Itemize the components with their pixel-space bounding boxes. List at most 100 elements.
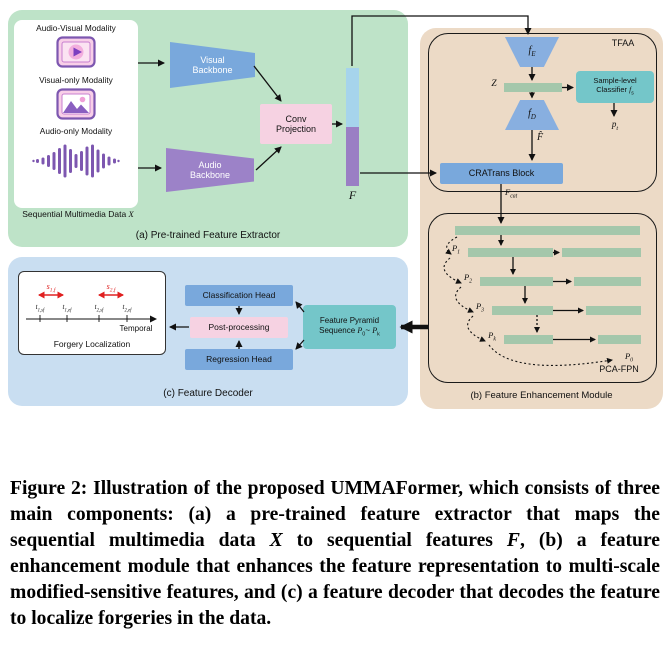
feature-label: F <box>348 188 357 202</box>
pk-label: Pk <box>482 330 502 343</box>
feature-bar-top <box>346 68 359 127</box>
p0-base: P <box>624 351 631 361</box>
p2-base: P <box>463 272 470 282</box>
fcat-base: F <box>505 187 511 197</box>
pk-base: P <box>488 330 494 340</box>
s1-label: s1,f <box>36 282 66 294</box>
figure-caption: Figure 2: Illustration of the proposed U… <box>10 476 660 632</box>
fps-line2: Sequence P0~ Pk <box>319 326 380 338</box>
classification-head: Classification Head <box>185 285 293 306</box>
pyramid-bar <box>480 277 553 286</box>
feature-bar-bottom <box>346 127 359 186</box>
s1-base: s <box>46 282 50 291</box>
temporal-label: Temporal <box>119 324 153 333</box>
post-processing: Post-processing <box>190 317 288 338</box>
panel-b-label: (b) Feature Enhancement Module <box>470 390 613 401</box>
fps-p0-sub: 0 <box>362 331 366 338</box>
label-sequential-data: Sequential Multimedia Data X <box>8 209 148 220</box>
tfaa-box <box>428 33 657 192</box>
p3-label: P3 <box>470 301 490 314</box>
fps-pk-sub: k <box>377 331 380 338</box>
label-audio-only-modality: Audio-only Modality <box>39 126 113 136</box>
caption-var-x: X <box>269 530 283 551</box>
fd-base: f <box>528 108 531 120</box>
p0-label: P0 <box>616 351 642 364</box>
fd-label: fD <box>528 108 536 122</box>
panel-c-label: (c) Feature Decoder <box>163 388 253 399</box>
classifier-line1: Sample-level <box>593 76 637 86</box>
forgery-title: Forgery Localization <box>53 339 131 349</box>
audio-backbone-line2: Backbone <box>189 170 231 180</box>
fd-sub: D <box>530 114 536 122</box>
classifier-text: Classifier <box>596 84 630 94</box>
s1-sub: 1,f <box>49 287 56 294</box>
tfaa-title: TFAA <box>611 38 635 48</box>
t2e-base: t <box>122 303 125 311</box>
label-audio-visual-modality: Audio-Visual Modality <box>36 23 116 33</box>
conv-projection-line1: Conv <box>285 113 307 124</box>
image-icon <box>56 88 96 120</box>
pyramid-bar-top <box>455 226 640 235</box>
pyramid-bar <box>492 306 553 315</box>
fps-pk-base: P <box>372 325 378 335</box>
s2-label: s2,f <box>96 282 126 294</box>
t2s-base: t <box>94 303 97 311</box>
fe-base: f <box>528 45 532 57</box>
caption-text-3: , (b) a feature enhancement module that … <box>10 530 660 629</box>
cratrans-block: CRATrans Block <box>440 163 563 184</box>
feature-pyramid-sequence: Feature Pyramid Sequence P0~ Pk <box>303 305 396 349</box>
t1e-base: t <box>62 303 65 311</box>
pcafpn-box <box>428 213 657 383</box>
fps-text: Sequence <box>319 325 358 335</box>
p3-sub: 3 <box>481 307 485 314</box>
fe-sub: E <box>531 51 536 59</box>
t1s-base: t <box>35 303 38 311</box>
caption-text-1: Illustration of the proposed UMMAFormer,… <box>10 478 660 551</box>
t1s-sub: 1,sf <box>37 308 45 314</box>
fps-p0-base: P <box>357 325 363 335</box>
fps-sep: ~ <box>365 325 373 335</box>
t2s-sub: 2,sf <box>96 308 104 314</box>
fps-line1: Feature Pyramid <box>319 316 380 326</box>
p1-label: P1 <box>446 243 466 256</box>
s2-base: s <box>106 282 110 291</box>
t1s-label: t1,sf <box>28 303 52 314</box>
p2-label: P2 <box>458 272 478 285</box>
sequential-data-var: X <box>128 209 134 219</box>
pyramid-bar <box>598 335 641 344</box>
pt-base: p <box>611 119 617 129</box>
conv-projection: Conv Projection <box>260 104 332 144</box>
p3-base: P <box>475 301 482 311</box>
p1-sub: 1 <box>457 249 461 256</box>
fs-base: f <box>629 84 632 94</box>
fcat-sub: cat <box>510 193 518 200</box>
t2s-label: t2,sf <box>87 303 111 314</box>
sample-level-classifier: Sample-level Classifier fs <box>576 71 654 103</box>
pt-label: pt <box>603 119 627 133</box>
caption-var-f: F <box>506 530 520 551</box>
feature-bar <box>346 68 359 186</box>
z-label: Z <box>491 79 497 89</box>
pk-sub: k <box>493 336 496 343</box>
pyramid-bar <box>586 306 641 315</box>
fs-sub: s <box>631 90 634 97</box>
fhat-label: F̂ <box>537 132 544 143</box>
fe-label: fE <box>529 45 536 59</box>
fcat-label: Fcat <box>505 187 539 200</box>
t1e-sub: 1,ef <box>64 308 72 314</box>
t1e-label: t1,ef <box>55 303 79 314</box>
visual-backbone-line1: Visual <box>200 54 225 65</box>
conv-projection-line2: Projection <box>275 124 317 134</box>
regression-head: Regression Head <box>185 349 293 370</box>
t2e-sub: 2,ef <box>124 308 132 314</box>
pyramid-bar <box>574 277 641 286</box>
pyramid-bar <box>468 248 553 257</box>
classifier-line2: Classifier fs <box>596 84 634 97</box>
sequential-data-text: Sequential Multimedia Data <box>22 209 129 219</box>
s2-sub: 2,f <box>109 287 116 294</box>
visual-backbone-line2: Backbone <box>192 65 233 75</box>
p2-sub: 2 <box>469 278 473 285</box>
audio-waveform-icon <box>32 142 120 180</box>
audio-backbone-line1: Audio <box>198 159 222 170</box>
